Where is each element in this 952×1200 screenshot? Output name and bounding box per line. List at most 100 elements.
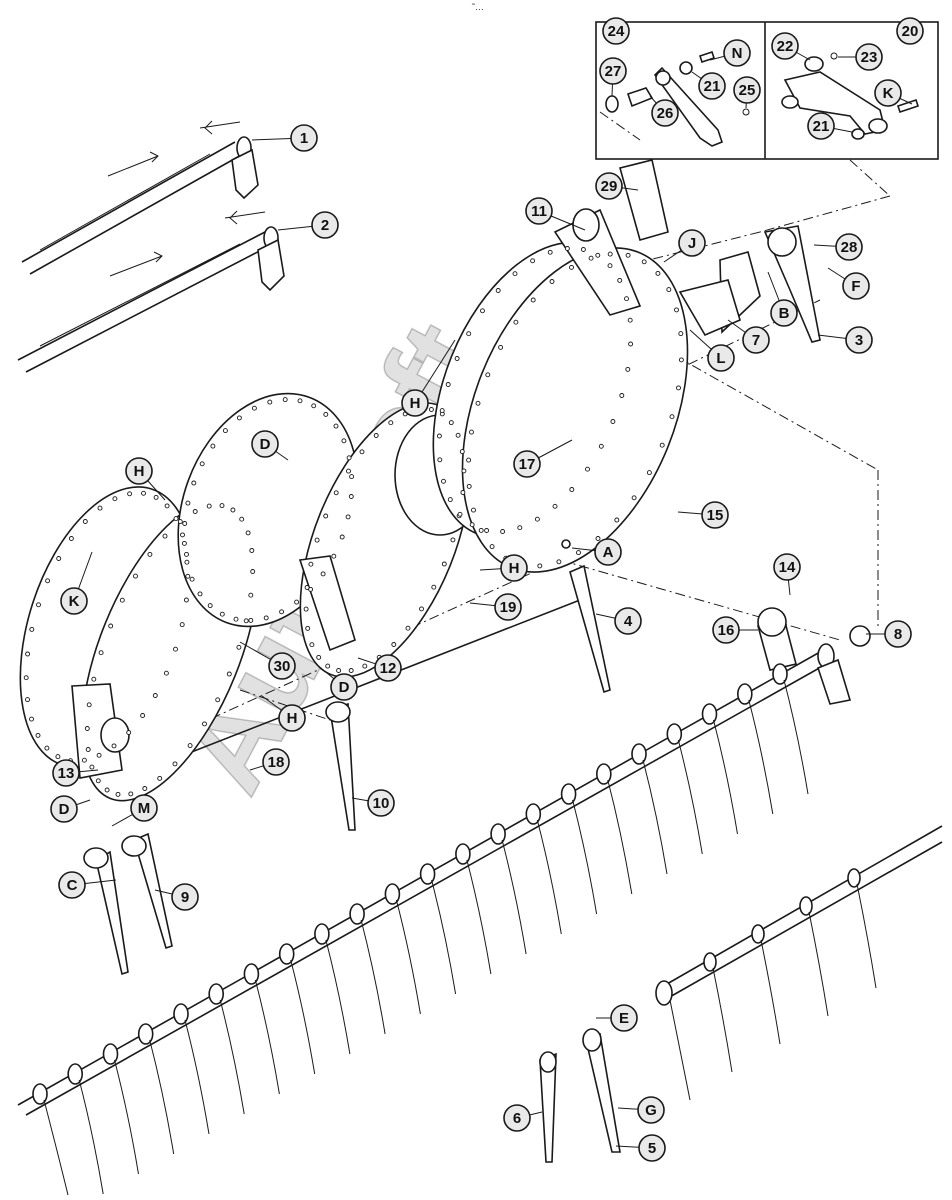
callout-label: 28 (841, 239, 858, 256)
rim-hole (98, 650, 104, 656)
callout-circle (595, 172, 623, 200)
rim-hole (419, 606, 424, 612)
callout-2: 2 (311, 211, 339, 239)
callout-label: D (339, 679, 350, 696)
callout-circle (599, 57, 627, 85)
rim-hole (331, 553, 337, 559)
rim-hole (81, 757, 87, 763)
callout-D3: D (50, 795, 78, 823)
rim-hole (305, 625, 311, 631)
rim-hole (450, 537, 456, 543)
rim-hole (126, 730, 132, 735)
header-mark: ˜… (471, 2, 484, 12)
rim-hole (56, 556, 62, 561)
callout-label: H (410, 395, 421, 412)
rim-hole (181, 540, 187, 546)
tine-finger (713, 719, 738, 835)
rim-hole (177, 519, 183, 525)
tine-coil (455, 843, 471, 865)
rim-hole (248, 592, 254, 598)
tine-coil (314, 923, 330, 945)
callout-circle (125, 457, 153, 485)
callout-6: 6 (503, 1104, 531, 1132)
callout-label: B (779, 305, 790, 322)
rim-hole (215, 697, 221, 703)
tine-coil (278, 943, 295, 965)
callout-label: 27 (605, 63, 622, 80)
tine-finger (572, 799, 598, 915)
callout-E: E (610, 1004, 638, 1032)
rim-hole (628, 341, 634, 347)
rim-hole (226, 671, 232, 677)
rim-hole (147, 551, 153, 557)
callout-11: 11 (525, 197, 553, 225)
rim-hole (627, 317, 633, 323)
callout-circle (60, 587, 88, 615)
rim-hole (569, 264, 574, 270)
tine-coil (772, 663, 788, 685)
callout-1: 1 (290, 124, 318, 152)
callout-27: 27 (599, 57, 627, 85)
rim-hole (585, 466, 590, 472)
rim-hole (517, 525, 523, 531)
callout-18: 18 (262, 748, 290, 776)
rim-hole (185, 500, 191, 506)
rim-hole (598, 443, 604, 449)
callout-5: 5 (638, 1134, 666, 1162)
callout-29: 29 (595, 172, 623, 200)
callout-label: 25 (739, 82, 756, 99)
rim-hole (478, 527, 484, 533)
callout-circle (594, 538, 622, 566)
callout-label: J (688, 235, 696, 252)
tine-finger (642, 759, 668, 875)
rim-hole (111, 743, 117, 749)
rim-hole (250, 569, 256, 574)
callout-label: 15 (707, 507, 724, 524)
rim-hole (346, 468, 351, 474)
callout-7: 7 (742, 326, 770, 354)
rim-hole (624, 296, 629, 302)
rim-hole (569, 487, 575, 492)
callout-circle (268, 652, 296, 680)
tine-coil (847, 868, 861, 888)
shaft-assemblies (17, 120, 285, 373)
callout-25: 25 (733, 76, 761, 104)
tine-finger (677, 739, 703, 855)
callout-circle (311, 211, 339, 239)
callout-K1: K (60, 587, 88, 615)
drum-assembly (19, 159, 821, 831)
callout-circle (896, 17, 924, 45)
tine-coil (525, 803, 542, 825)
callout-circle (698, 72, 726, 100)
callout-D2: D (330, 673, 358, 701)
rim-hole (610, 419, 616, 424)
rim-hole (576, 550, 581, 556)
callout-B: B (770, 299, 798, 327)
callout-label: M (138, 800, 151, 817)
rim-hole (436, 433, 442, 439)
callout-label: 4 (624, 613, 633, 630)
callout-circle (494, 593, 522, 621)
rim-hole (152, 693, 158, 698)
callout-10: 10 (367, 789, 395, 817)
callout-label: 5 (648, 1140, 656, 1157)
tine-finger (325, 939, 351, 1055)
tine-coil (419, 863, 436, 885)
callout-24: 24 (602, 17, 630, 45)
callout-circle (701, 501, 729, 529)
rim-hole (631, 495, 637, 501)
rim-hole (267, 399, 273, 405)
callout-23: 23 (855, 43, 883, 71)
rim-hole (239, 516, 245, 522)
callout-A: A (594, 538, 622, 566)
tine-finger (748, 699, 774, 815)
rim-hole (308, 561, 314, 567)
callout-3: 3 (845, 326, 873, 354)
callout-circle (855, 43, 883, 71)
rim-hole (44, 745, 50, 751)
rim-hole (678, 357, 684, 363)
rim-hole (162, 533, 168, 539)
callout-D1: D (251, 430, 279, 458)
rim-hole (495, 288, 501, 293)
